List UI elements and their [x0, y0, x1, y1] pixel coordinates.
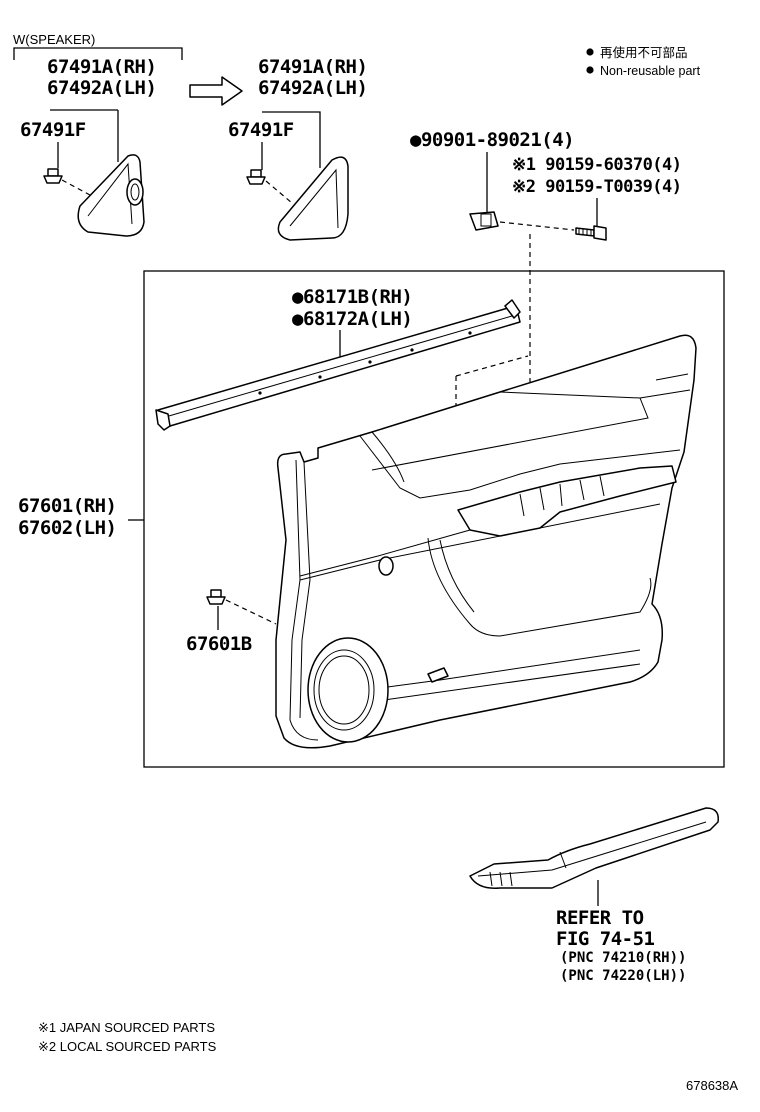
- legend-en-text: Non-reusable part: [600, 64, 701, 78]
- speaker-group: W(SPEAKER) 67491A(RH) 67492A(LH) 67491F: [13, 32, 183, 237]
- weatherstrip-part-icon: [155, 299, 521, 431]
- speaker-label: W(SPEAKER): [13, 32, 95, 47]
- cover-garnish-icon: [277, 156, 349, 241]
- speaker-group-bracket: [13, 47, 183, 60]
- legend: 再使用不可部品 Non-reusable part: [586, 45, 701, 78]
- armrest-group: REFER TO FIG 74-51 (PNC 74210(RH)) (PNC …: [469, 807, 719, 984]
- fastener-group: ●90901-89021(4) ※1 90159-60370(4) ※2 901…: [410, 129, 682, 241]
- armrest-part-icon: [469, 807, 719, 889]
- alt-clip-label[interactable]: 67491F: [228, 119, 294, 141]
- bullet-icon: [586, 66, 594, 74]
- figure-id: 678638A: [686, 1078, 738, 1093]
- clip-part-icon: [43, 168, 63, 184]
- arrow-right-icon: [189, 76, 243, 106]
- armrest-pnc-rh: (PNC 74210(RH)): [560, 950, 686, 966]
- screw-japan-part-number[interactable]: ※1 90159-60370(4): [512, 155, 682, 175]
- door-trim-lh[interactable]: 67602(LH): [18, 517, 117, 539]
- speaker-cover-icon: [77, 154, 145, 237]
- armrest-refer-line1[interactable]: REFER TO: [556, 907, 644, 929]
- assembly-dash: [225, 599, 277, 625]
- door-trim-panel-icon: [275, 334, 697, 749]
- assembly-dash: [499, 221, 575, 231]
- clip-part-icon: [246, 169, 266, 185]
- weatherstrip-lh[interactable]: ●68172A(LH): [292, 308, 413, 330]
- screw-icon: [575, 225, 607, 241]
- alt-speaker-group: 67491A(RH) 67492A(LH) 67491F: [228, 56, 368, 241]
- clip-nut-icon: [469, 211, 499, 231]
- armrest-refer-line2[interactable]: FIG 74-51: [556, 928, 655, 950]
- door-trim-frame: [143, 270, 725, 768]
- door-trim-clip-group: 67601B: [186, 589, 277, 655]
- footnote-local: ※2 LOCAL SOURCED PARTS: [38, 1039, 217, 1054]
- alt-part-rh[interactable]: 67491A(RH): [258, 56, 368, 78]
- bullet-icon: [586, 48, 594, 56]
- alt-part-lh[interactable]: 67492A(LH): [258, 77, 368, 99]
- leader-line: [262, 111, 321, 168]
- nut-part-number[interactable]: ●90901-89021(4): [410, 129, 575, 151]
- weatherstrip-group: ●68171B(RH) ●68172A(LH): [155, 286, 521, 431]
- door-trim-clip-label[interactable]: 67601B: [186, 633, 252, 655]
- door-trim-rh[interactable]: 67601(RH): [18, 495, 117, 517]
- clip-part-icon: [206, 589, 226, 605]
- assembly-dash: [61, 179, 91, 196]
- armrest-pnc-lh: (PNC 74220(LH)): [560, 968, 686, 984]
- legend-jp-text: 再使用不可部品: [600, 45, 688, 60]
- screw-local-part-number[interactable]: ※2 90159-T0039(4): [512, 177, 682, 197]
- footnote-japan: ※1 JAPAN SOURCED PARTS: [38, 1020, 215, 1035]
- weatherstrip-rh[interactable]: ●68171B(RH): [292, 286, 413, 308]
- assembly-dash: [265, 180, 293, 204]
- assembly-dash: [455, 355, 529, 377]
- speaker-part-rh[interactable]: 67491A(RH): [47, 56, 157, 78]
- speaker-clip-label[interactable]: 67491F: [20, 119, 86, 141]
- speaker-part-lh[interactable]: 67492A(LH): [47, 77, 157, 99]
